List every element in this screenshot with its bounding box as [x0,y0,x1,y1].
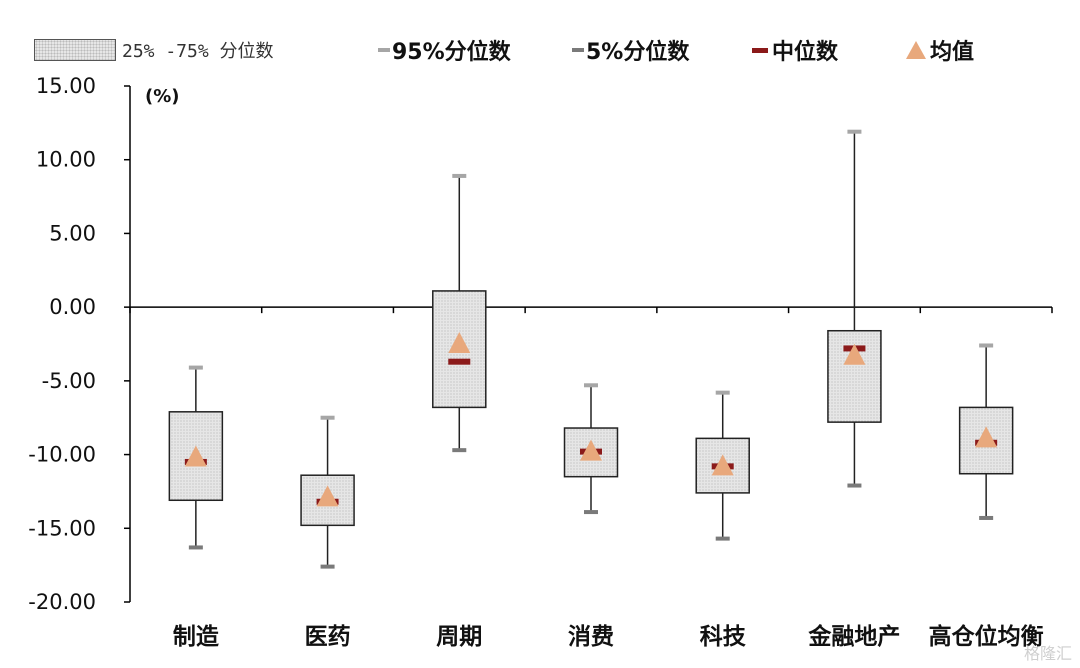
median-mark-周期 [448,358,471,365]
x-category-label: 消费 [568,624,614,650]
mean-mark-制造 [184,445,207,467]
x-category-label: 金融地产 [807,623,900,650]
y-tick-label: 5.00 [49,221,96,245]
y-tick-label: -10.00 [28,443,96,467]
legend-swatch-mean [906,41,926,59]
legend-swatch-iqr [34,39,116,61]
watermark: 格隆汇 [1023,644,1072,663]
legend-label-iqr: 25% -75% 分位数 [122,41,274,62]
legend-item-median: 中位数 [752,30,838,70]
y-tick-label: 15.00 [36,74,96,98]
legend-label-p5: 5%分位数 [586,40,690,65]
y-tick-label: -20.00 [28,590,96,614]
y-tick-label: -5.00 [42,369,96,393]
legend-label-median: 中位数 [772,40,839,65]
mean-mark-医药 [316,485,339,507]
iqr-box-周期 [432,290,487,409]
y-tick-label: 10.00 [36,148,96,172]
legend-swatch-p95 [378,48,390,52]
legend-item-p95: 95%分位数 [378,30,511,70]
mean-mark-科技 [711,454,734,476]
x-category-label: 制造 [173,624,220,650]
y-tick-label: -15.00 [28,516,96,540]
legend-label-mean: 均值 [930,40,975,65]
legend-item-mean: 均值 [906,30,974,70]
x-category-label: 科技 [700,624,747,650]
legend-item-p5: 5%分位数 [572,30,689,70]
legend-swatch-p5 [572,48,584,52]
y-axis-unit: (%) [145,86,180,107]
legend-swatch-median [752,47,768,53]
legend: 25% -75% 分位数 95%分位数 5%分位数 中位数 均值 [0,30,1080,70]
x-category-label: 高仓位均衡 [929,623,1044,650]
mean-mark-金融地产 [843,343,866,365]
mean-mark-周期 [448,332,471,353]
mean-mark-高仓位均衡 [975,426,998,448]
mean-mark-消费 [580,439,602,461]
x-category-label: 周期 [436,624,482,650]
legend-item-iqr: 25% -75% 分位数 [34,30,274,70]
y-tick-label: 0.00 [49,295,96,319]
legend-label-p95: 95%分位数 [392,40,511,65]
x-category-label: 医药 [305,624,351,650]
